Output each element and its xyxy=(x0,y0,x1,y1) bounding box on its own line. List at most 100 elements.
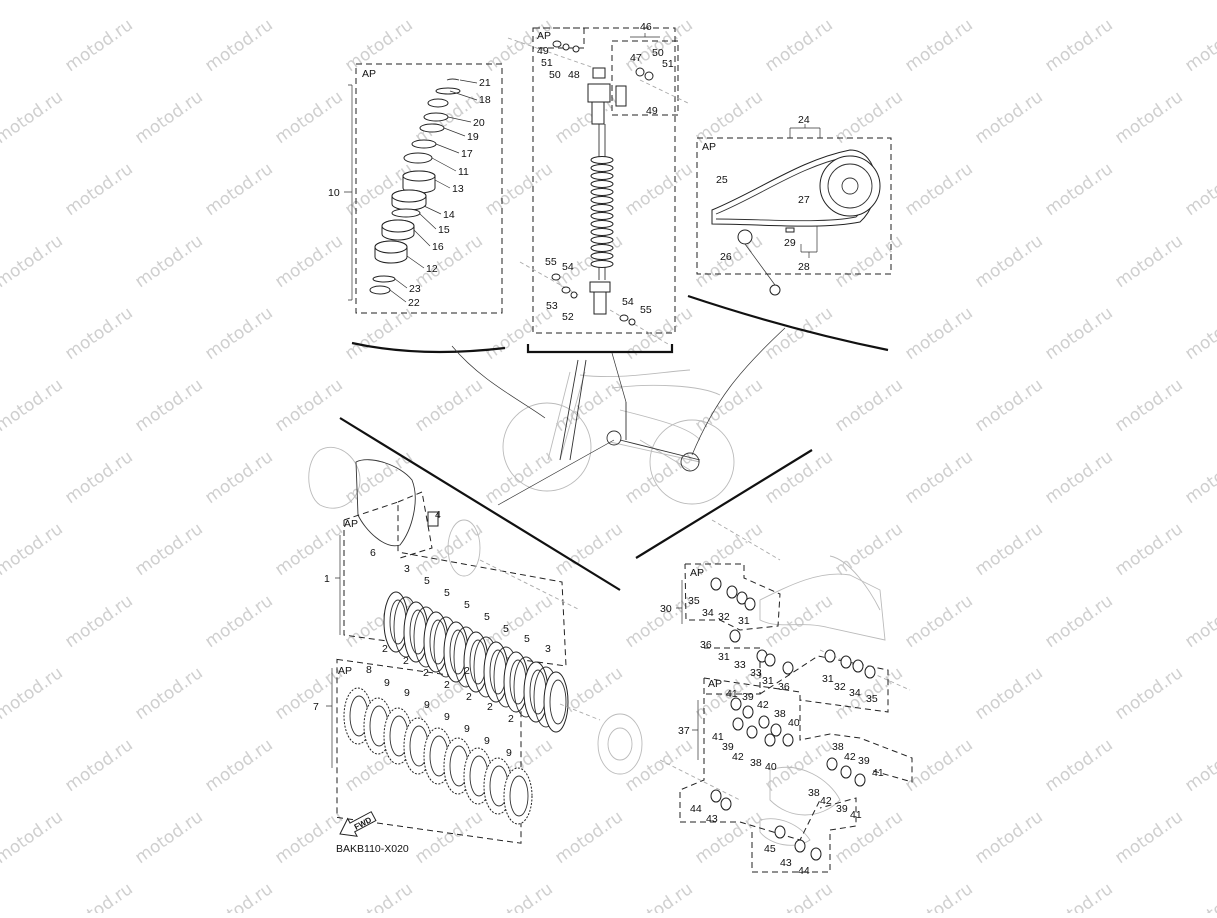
linkage-bottom-box xyxy=(751,797,857,873)
clutch-label-6: 5 xyxy=(464,599,470,611)
watermark-text: motod.ru xyxy=(0,375,67,436)
watermark-text: motod.ru xyxy=(1111,375,1186,436)
clutch-label-7: 5 xyxy=(484,611,490,623)
linkage-group: AP 37 41 39 42 38 40 41 39 42 38 40 38 4… xyxy=(659,677,913,877)
linkage-label-17: 39 xyxy=(836,803,848,815)
shock-spring xyxy=(590,156,614,268)
shock-label-6: 50 xyxy=(652,47,664,59)
clutch-label-3: 3 xyxy=(404,563,410,575)
watermark-text: motod.ru xyxy=(831,519,906,580)
shock-label-3: 50 xyxy=(549,69,561,81)
watermark-text: motod.ru xyxy=(761,303,836,364)
swingarm-label-7: 33 xyxy=(734,659,746,671)
watermark-text: motod.ru xyxy=(761,879,836,913)
chain-label-1: 25 xyxy=(716,174,728,186)
friction-label-6: 9 xyxy=(464,723,470,735)
watermark-text: motod.ru xyxy=(761,447,836,508)
watermark-text: motod.ru xyxy=(901,447,976,508)
watermark-text: motod.ru xyxy=(901,303,976,364)
shock-label-10: 54 xyxy=(562,261,574,273)
watermark-text: motod.ru xyxy=(971,519,1046,580)
linkage-label-12: 42 xyxy=(844,751,856,763)
watermark-text: motod.ru xyxy=(0,231,67,292)
watermark-text: motod.ru xyxy=(61,303,136,364)
watermark-text: motod.ru xyxy=(1041,15,1116,76)
swingarm-bearing xyxy=(729,629,741,643)
watermark-text: motod.ru xyxy=(201,591,276,652)
watermark-text: motod.ru xyxy=(971,0,1046,4)
watermark-text: motod.ru xyxy=(411,375,486,436)
linkage-bearing xyxy=(854,773,866,787)
watermark-text: motod.ru xyxy=(201,879,276,913)
linkage-label-9: 38 xyxy=(750,757,762,769)
watermark-text: motod.ru xyxy=(201,735,276,796)
watermark-text: motod.ru xyxy=(621,159,696,220)
watermark-text: motod.ru xyxy=(1181,735,1217,796)
friction-label-7: 9 xyxy=(484,735,490,747)
watermark-text: motod.ru xyxy=(131,375,206,436)
linkage-label-22: 43 xyxy=(780,857,792,869)
watermark-text: motod.ru xyxy=(761,15,836,76)
swingarm-ap-box xyxy=(684,563,781,631)
swingarm-label-14: 35 xyxy=(866,693,878,705)
watermark-text: motod.ru xyxy=(481,447,556,508)
friction-label-2: 9 xyxy=(384,677,390,689)
fork-label-3: 20 xyxy=(473,117,485,129)
linkage-bearing xyxy=(764,733,776,747)
swingarm-label-10: 36 xyxy=(778,681,790,693)
linkage-bearing xyxy=(746,725,758,739)
linkage-group-bracket xyxy=(692,700,699,760)
friction-plates xyxy=(343,687,533,825)
swingarm-bearing xyxy=(764,653,776,667)
fork-label-4: 19 xyxy=(467,131,479,143)
linkage-ap-box xyxy=(703,677,913,783)
fork-group-bracket xyxy=(344,84,353,301)
linkage-bearing xyxy=(720,797,732,811)
watermark-text: motod.ru xyxy=(831,231,906,292)
shock-label-11: 53 xyxy=(546,300,558,312)
fork-label-7: 13 xyxy=(452,183,464,195)
linkage-label-21: 45 xyxy=(764,843,776,855)
linkage-label-1: 41 xyxy=(726,688,738,700)
linkage-label-4: 38 xyxy=(774,708,786,720)
linkage-label-15: 38 xyxy=(808,787,820,799)
watermark-text: motod.ru xyxy=(0,0,67,4)
spring-coil xyxy=(590,196,614,204)
watermark-text: motod.ru xyxy=(971,375,1046,436)
spring-coil xyxy=(590,236,614,244)
swingarm-bearing xyxy=(824,649,836,663)
linkage-ap-label: AP xyxy=(708,678,722,690)
clutch-hub xyxy=(427,511,643,775)
clutch-label-13: 2 xyxy=(444,679,450,691)
swingarm-group: AP 30 35 34 32 31 36 31 33 33 31 36 31 3… xyxy=(660,519,911,713)
clutch-label-15: 2 xyxy=(466,691,472,703)
watermark-text: motod.ru xyxy=(61,591,136,652)
linkage-group-number: 37 xyxy=(678,725,690,737)
fork-label-5: 17 xyxy=(461,148,473,160)
shock-label-9: 55 xyxy=(545,256,557,268)
watermark-text: motod.ru xyxy=(201,15,276,76)
watermark-text: motod.ru xyxy=(481,159,556,220)
watermark-text: motod.ru xyxy=(971,807,1046,868)
watermark-text: motod.ru xyxy=(271,807,346,868)
shock-label-2: 51 xyxy=(541,57,553,69)
watermark-text: motod.ru xyxy=(691,87,766,148)
clutch-group-bracket xyxy=(335,535,341,635)
swingarm-label-11: 31 xyxy=(822,673,834,685)
linkage-label-6: 41 xyxy=(712,731,724,743)
linkage-label-8: 42 xyxy=(732,751,744,763)
linkage-bearing xyxy=(730,697,742,711)
friction-label-5: 9 xyxy=(444,711,450,723)
chain-kit-box xyxy=(696,137,892,275)
chain-label-3: 26 xyxy=(720,251,732,263)
watermark-text: motod.ru xyxy=(341,879,416,913)
watermark-text: motod.ru xyxy=(271,231,346,292)
watermark-text: motod.ru xyxy=(1041,303,1116,364)
watermark-text: motod.ru xyxy=(131,519,206,580)
watermark-text: motod.ru xyxy=(691,375,766,436)
linkage-label-11: 38 xyxy=(832,741,844,753)
callout-lines xyxy=(339,294,889,591)
watermark-text: motod.ru xyxy=(61,447,136,508)
chain-kit-bracket xyxy=(800,226,818,258)
